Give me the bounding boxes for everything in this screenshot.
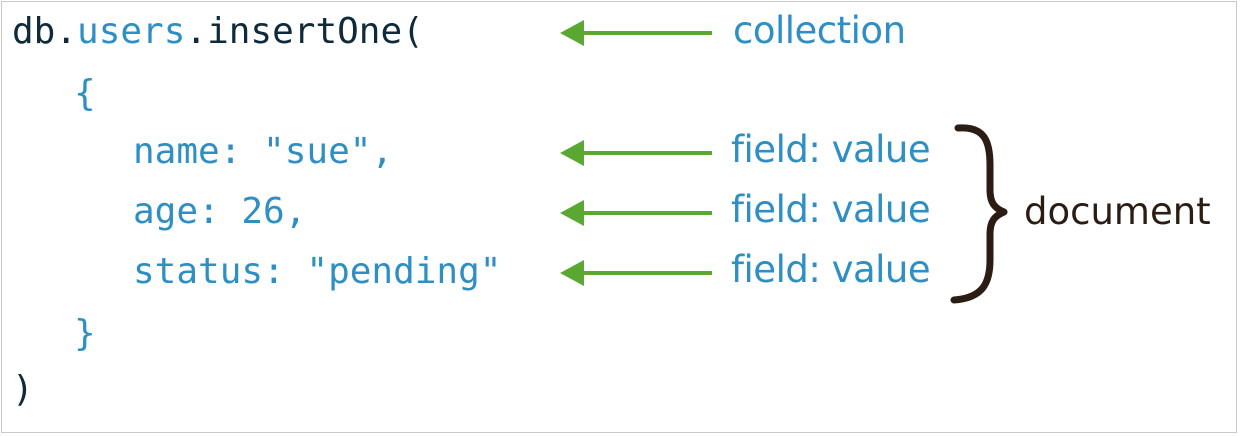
code-field-status: status: "pending" [133, 251, 502, 292]
label-field-value: field: value [731, 248, 931, 291]
arrow-field-age [560, 200, 712, 226]
label-field-value: field: value [731, 188, 931, 231]
code-insert-call: .insertOne( [185, 11, 424, 52]
label-document: document [1024, 190, 1211, 233]
code-field-age: age: 26, [133, 191, 307, 232]
arrow-collection [560, 20, 712, 46]
code-db-prefix: db. [12, 11, 78, 52]
label-collection: collection [733, 9, 906, 52]
arrow-field-status [560, 260, 712, 286]
document-brace [950, 124, 1008, 304]
code-close-paren: ) [12, 369, 34, 410]
code-line-insert: db.users.insertOne( [12, 12, 424, 52]
label-field-value: field: value [731, 128, 931, 171]
code-open-brace: { [74, 73, 96, 114]
code-field-name: name: "sue", [133, 131, 394, 172]
code-close-brace: } [74, 313, 96, 354]
code-collection-name: users [77, 11, 186, 52]
arrow-field-name [560, 140, 712, 166]
